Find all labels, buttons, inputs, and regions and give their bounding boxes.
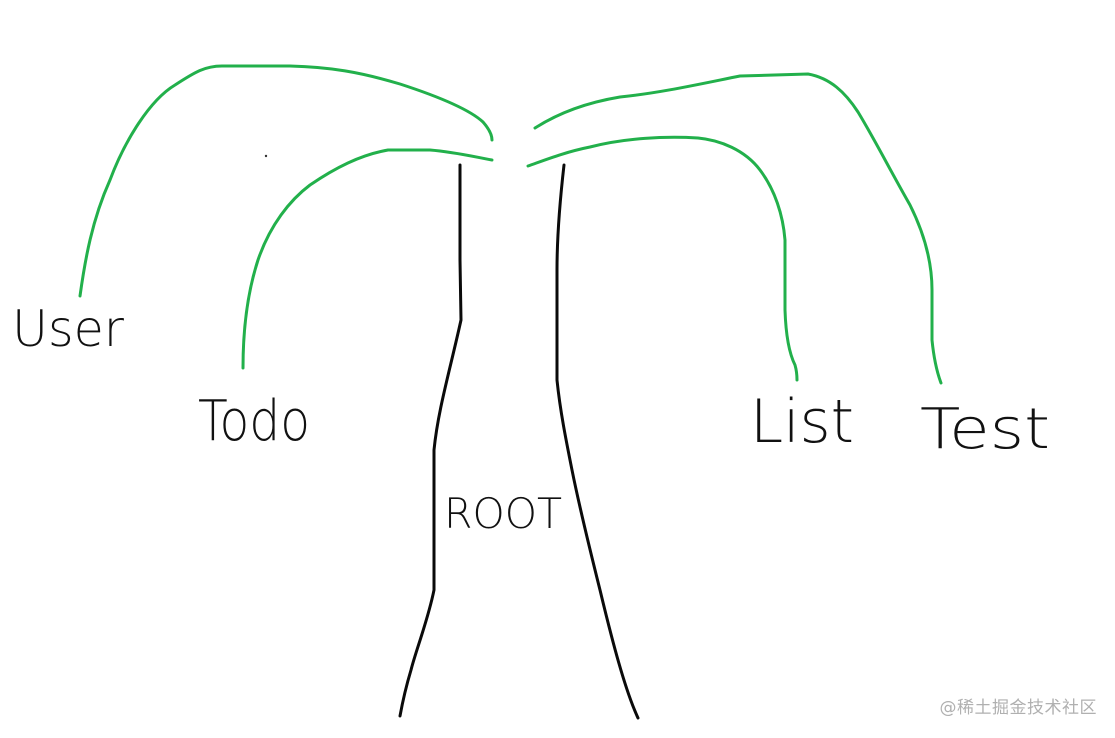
label-root: ROOT [444, 489, 562, 538]
label-test: Test [920, 397, 1050, 462]
trunk-right-line [555, 163, 640, 720]
branch-labels: User Todo List Test ROOT [12, 300, 1050, 538]
branches [78, 64, 943, 385]
watermark: @稀土掘金技术社区 [939, 698, 1097, 718]
label-todo: Todo [198, 389, 310, 454]
root-trunk [398, 163, 640, 720]
trunk-left-line [398, 163, 463, 718]
label-list: List [750, 387, 854, 457]
label-user: User [12, 300, 124, 358]
branch-todo [241, 148, 494, 370]
branch-user [78, 64, 494, 298]
branch-list [526, 135, 799, 382]
stray-dot [264, 154, 268, 158]
branch-test [533, 72, 943, 385]
